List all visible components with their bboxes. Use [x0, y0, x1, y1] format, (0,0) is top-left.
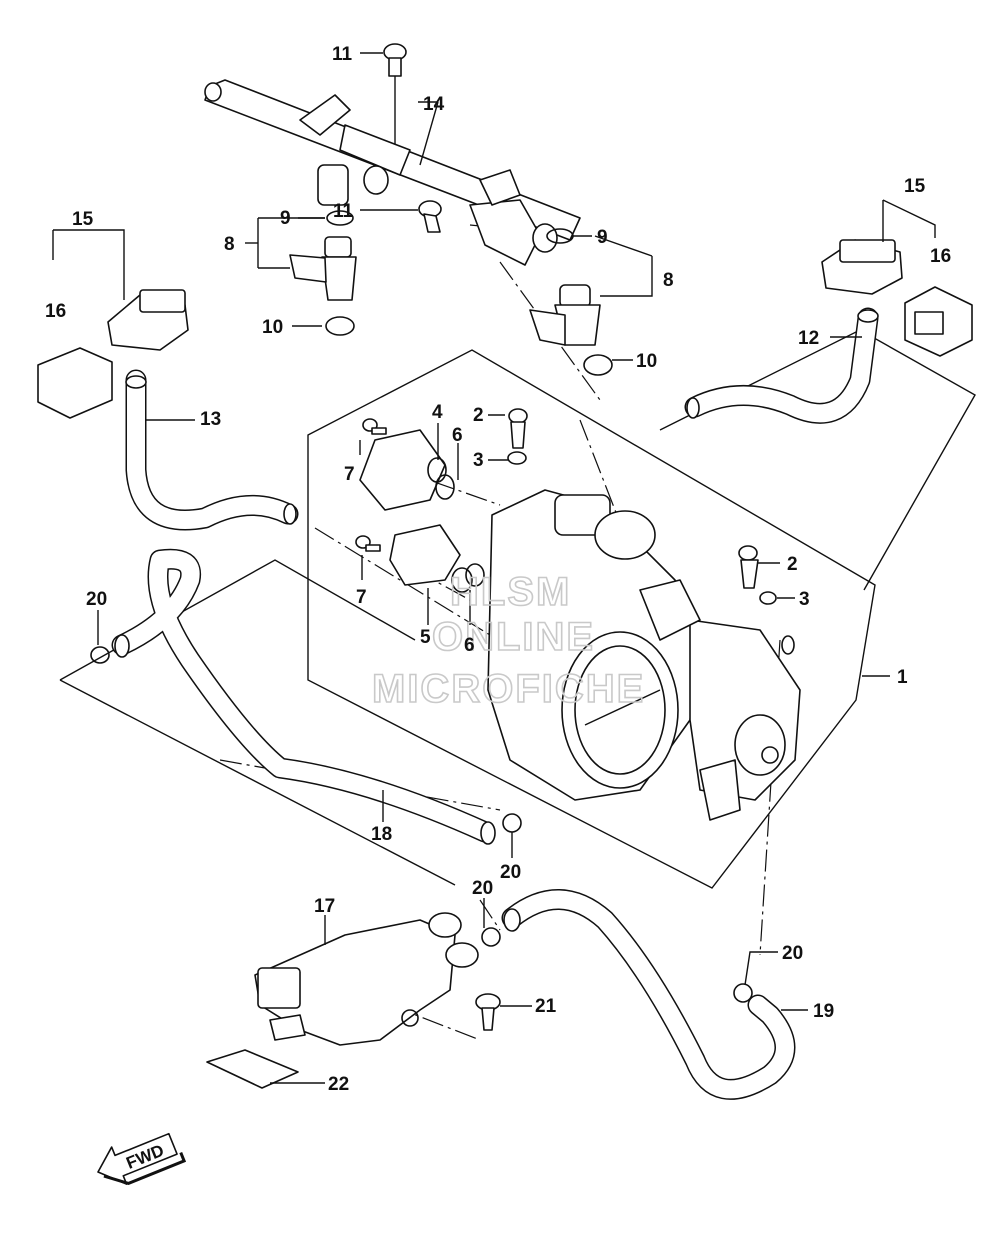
screw-11-top — [383, 43, 407, 77]
callout-15-right: 15 — [904, 176, 926, 197]
callout-20-right: 20 — [782, 943, 803, 964]
watermark-line-2: ONLINE — [432, 615, 595, 659]
callout-18: 18 — [371, 824, 392, 845]
callout-9-left: 9 — [280, 208, 291, 229]
callout-11-top: 11 — [332, 44, 353, 65]
hose-12 — [684, 307, 879, 424]
screw-7-upper — [362, 418, 387, 435]
callout-10-right: 10 — [636, 351, 657, 372]
sensor-4 — [359, 429, 455, 511]
connector-15-right — [821, 239, 903, 295]
valve-17 — [254, 912, 479, 1046]
callout-14: 14 — [423, 94, 445, 115]
callout-15-left: 15 — [72, 209, 94, 230]
hose-12-frame — [659, 329, 976, 591]
clamp-20-right — [733, 983, 753, 1003]
fuel-rail — [204, 79, 581, 266]
screw-2-right — [738, 545, 777, 605]
screw-21 — [475, 993, 501, 1031]
injector-right — [529, 228, 613, 376]
clamp-20-left — [90, 646, 110, 664]
throttle-body-frame — [307, 349, 876, 889]
callout-20-left: 20 — [86, 589, 107, 610]
callout-8-left: 8 — [224, 234, 235, 255]
callout-2-upper: 2 — [473, 405, 484, 426]
callout-8-right: 8 — [663, 270, 674, 291]
callout-20-mid: 20 — [500, 862, 521, 883]
callout-7-upper: 7 — [344, 464, 355, 485]
injector-left — [289, 210, 357, 336]
callout-9-right: 9 — [597, 227, 608, 248]
callout-5: 5 — [420, 627, 431, 648]
callout-6-upper: 6 — [452, 425, 463, 446]
pad-22 — [206, 1049, 299, 1089]
callout-10-left: 10 — [262, 317, 283, 338]
cap-16-right — [904, 286, 973, 357]
callout-13: 13 — [200, 409, 221, 430]
callout-19: 19 — [813, 1001, 834, 1022]
hose-13 — [125, 369, 299, 531]
hose-18 — [111, 548, 496, 845]
screw-7-lower — [355, 535, 381, 552]
hose-19 — [501, 889, 796, 1100]
screw-11-mid — [418, 200, 442, 233]
fwd-arrow: FWD — [97, 1132, 187, 1185]
callout-2-right: 2 — [787, 554, 798, 575]
callout-4: 4 — [432, 402, 443, 423]
callout-labels: 11 14 11 9 8 10 9 8 10 15 16 13 15 16 12… — [45, 44, 951, 1095]
callout-17: 17 — [314, 896, 335, 917]
callout-16-left: 16 — [45, 301, 66, 322]
fwd-label: FWD — [124, 1141, 167, 1173]
callout-12: 12 — [798, 328, 819, 349]
callout-3-right: 3 — [799, 589, 810, 610]
connector-15-left — [107, 289, 189, 351]
callout-20-low: 20 — [472, 878, 493, 899]
callout-1: 1 — [897, 667, 908, 688]
clamp-20-mid — [502, 813, 522, 833]
callout-11-mid: 11 — [333, 201, 354, 222]
sensor-5 — [389, 524, 485, 593]
watermark-line-3: MICROFICHE — [372, 667, 645, 711]
callout-16-right: 16 — [930, 246, 951, 267]
callout-3-upper: 3 — [473, 450, 484, 471]
clamp-20-low — [481, 927, 501, 947]
screw-2-upper — [507, 408, 528, 465]
watermark: HLSM ONLINE MICROFICHE — [371, 569, 645, 712]
watermark-line-1: HLSM — [450, 570, 571, 614]
leader-lines — [52, 52, 936, 1084]
callout-6-lower: 6 — [464, 635, 475, 656]
cap-16-left — [37, 347, 113, 419]
throttle-body — [487, 489, 801, 821]
callout-21: 21 — [535, 996, 557, 1017]
callout-7-lower: 7 — [356, 587, 367, 608]
callout-22: 22 — [328, 1074, 349, 1095]
